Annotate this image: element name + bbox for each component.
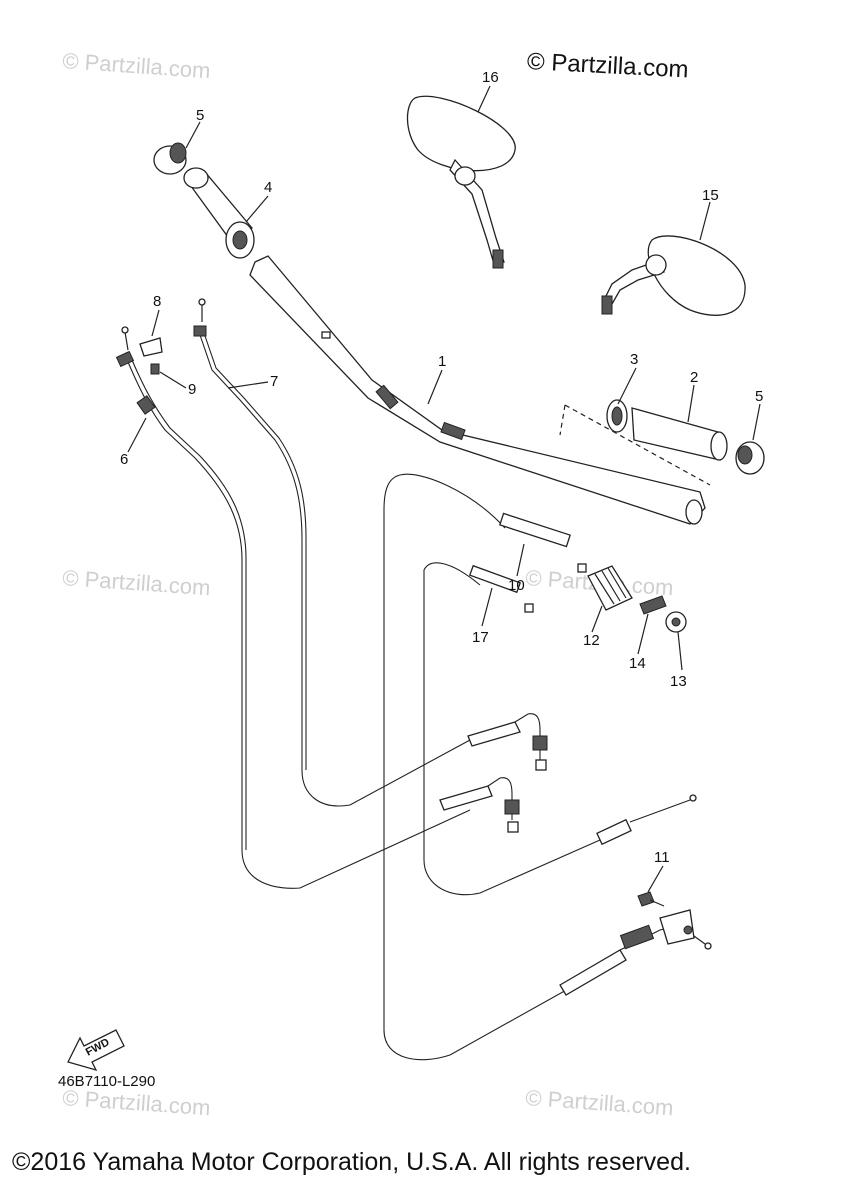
right-mirror[interactable] xyxy=(601,235,746,316)
callout-12: 12 xyxy=(583,632,600,649)
watermark: © Partzilla.com xyxy=(62,48,212,83)
callout-7: 7 xyxy=(270,373,278,390)
callout-4: 4 xyxy=(264,179,272,196)
clip-screw[interactable] xyxy=(150,363,160,375)
callout-11: 11 xyxy=(654,849,670,866)
watermark: © Partzilla.com xyxy=(62,565,212,600)
parts-diagram: © Partzilla.com © Partzilla.com © Partzi… xyxy=(62,48,765,1120)
callout-5: 5 xyxy=(755,388,763,405)
bracket-bolt[interactable] xyxy=(637,891,665,907)
watermarks: © Partzilla.com © Partzilla.com © Partzi… xyxy=(62,48,675,1120)
callout-10: 10 xyxy=(508,577,525,594)
callouts: 5 4 8 9 7 6 1 3 2 5 16 15 10 17 12 14 13… xyxy=(120,69,763,866)
throttle-cable-7[interactable] xyxy=(193,298,471,807)
lower-cable-assembly[interactable] xyxy=(559,909,712,996)
callout-13: 13 xyxy=(670,673,687,690)
callout-14: 14 xyxy=(629,655,646,672)
clutch-cable[interactable] xyxy=(383,473,697,1061)
fwd-arrow-icon: FWD xyxy=(67,1029,125,1072)
throttle-cable-6[interactable] xyxy=(115,326,471,889)
callout-15: 15 xyxy=(702,187,719,204)
callout-16: 16 xyxy=(482,69,499,86)
callout-9: 9 xyxy=(188,381,196,398)
left-grip[interactable] xyxy=(183,167,255,259)
adjuster-boot[interactable] xyxy=(587,565,633,611)
footer-copyright: ©2016 Yamaha Motor Corporation, U.S.A. A… xyxy=(12,1148,691,1176)
cable-end-b[interactable] xyxy=(439,777,520,833)
callout-1: 1 xyxy=(438,353,446,370)
left-mirror[interactable] xyxy=(406,95,516,269)
cable-end-a[interactable] xyxy=(467,713,548,771)
watermark: © Partzilla.com xyxy=(62,1085,212,1120)
watermark: © Partzilla.com xyxy=(525,1085,675,1120)
left-grip-end[interactable] xyxy=(153,142,187,175)
callout-8: 8 xyxy=(153,293,161,310)
adjuster-bolt[interactable] xyxy=(639,595,667,615)
callout-5: 5 xyxy=(196,107,204,124)
lock-nut[interactable] xyxy=(665,611,687,633)
callout-3: 3 xyxy=(630,351,638,368)
callout-2: 2 xyxy=(690,369,698,386)
callout-17: 17 xyxy=(472,629,489,646)
cable-clip[interactable] xyxy=(139,337,163,357)
handlebar[interactable] xyxy=(249,255,706,525)
right-grip-assembly[interactable] xyxy=(559,399,765,486)
leader-lines xyxy=(127,85,761,893)
callout-6: 6 xyxy=(120,451,128,468)
diagram-code: 46B7110-L290 xyxy=(58,1073,156,1090)
